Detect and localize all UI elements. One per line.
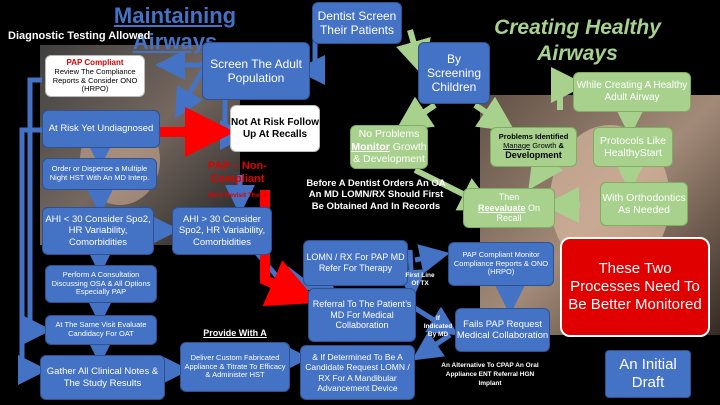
ahi-above-30-box: AHI > 30 Consider Spo2, HR Variability, … (172, 207, 272, 255)
if-indicated-label: If Indicated By MD (423, 315, 453, 338)
pap-compliant-monitor-box: PAP Compliant Monitor Compliance Reports… (448, 242, 554, 286)
first-line-label: First Line Of TX (405, 272, 435, 287)
protocols-box: Protocols Like HealthyStart (593, 127, 673, 167)
revisit-label: We'll Revisit These (208, 192, 267, 199)
at-risk-box: At Risk Yet Undiagnosed (42, 110, 160, 148)
consultation-box: Perform A Consultation Discussing OSA & … (45, 265, 157, 303)
before-dentist-note: Before A Dentist Orders An OA An MD LOMN… (306, 178, 446, 212)
lomn-pap-box: LOMN / RX For PAP MD Refer For Therapy (303, 240, 408, 286)
title-maintaining-airways: Maintaining Airways (113, 3, 237, 55)
screen-adult-box: Screen The Adult Population (202, 42, 310, 100)
with-orthodontics-box: With Orthodontics As Needed (600, 182, 688, 226)
referral-md-box: Referral To The Patient’s MD For Medical… (308, 288, 416, 342)
these-two-processes-box: These Two Processes Need To Be Better Mo… (560, 237, 710, 337)
fails-pap-box: Fails PAP Request Medical Collaboration (455, 308, 550, 352)
dentist-screen-box: Dentist Screen Their Patients (312, 2, 402, 44)
ahi-below-30-box: AHI < 30 Consider Spo2, HR Variability, … (42, 207, 154, 255)
while-creating-box: While Creating A Healthy Adult Airway (573, 72, 691, 112)
title-creating-healthy-airways: Creating Healthy Airways (494, 16, 661, 66)
subtitle-diagnostic-testing: Diagnostic Testing Allowed (8, 30, 151, 42)
provide-with-label: Provide With A (203, 328, 267, 338)
gather-notes-box: Gather All Clinical Notes & The Study Re… (40, 355, 165, 400)
initial-draft-box: An Initial Draft (605, 350, 691, 398)
alternative-note: An Alternative To CPAP An Oral Appliance… (441, 362, 539, 387)
same-visit-box: At The Same Visit Evaluate Candidacy For… (45, 315, 157, 345)
deliver-appliance-box: Deliver Custom Fabricated Appliance & Ti… (180, 342, 290, 392)
not-at-risk-box: Not At Risk Follow Up At Recalls (230, 105, 320, 152)
order-hst-box: Order or Dispense a Multiple Night HST W… (42, 158, 157, 190)
if-determined-box: & If Determined To Be A Candidate Reques… (300, 345, 415, 400)
screen-children-box: By Screening Children (418, 42, 490, 104)
pap-non-compliant-label: PAP – Non-Compliant (208, 160, 267, 186)
